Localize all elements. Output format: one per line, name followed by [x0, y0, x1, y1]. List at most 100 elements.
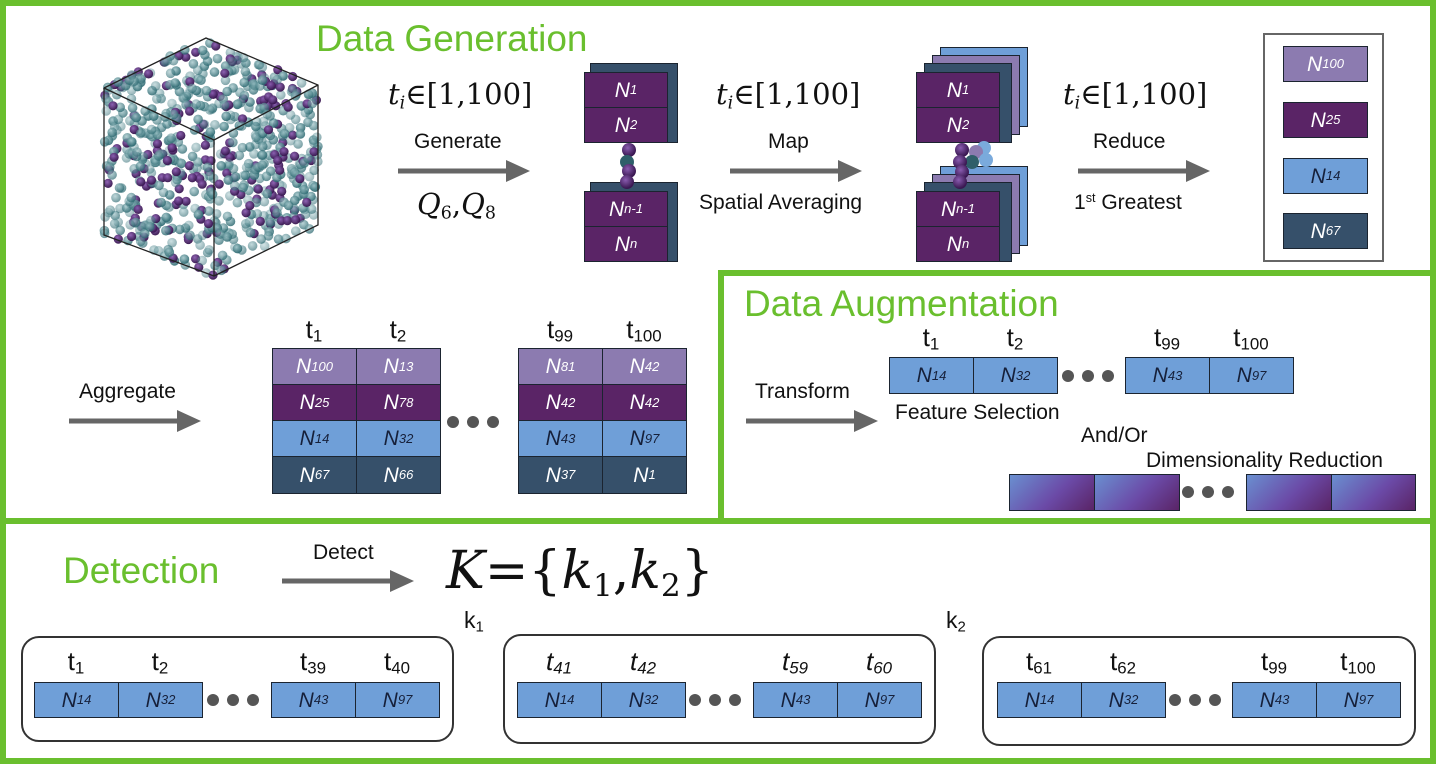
particle [306, 204, 317, 214]
aug-ellipsis [1062, 370, 1114, 382]
particle [111, 192, 121, 203]
particle [220, 68, 230, 78]
cluster2-header: t42 [629, 646, 657, 678]
particle [126, 94, 137, 104]
detect-label: Detect [313, 541, 374, 564]
particle [245, 201, 255, 211]
particle [127, 137, 137, 147]
particle [239, 77, 249, 88]
particle [107, 170, 117, 180]
cluster3-header: t61 [1025, 646, 1053, 678]
particle [189, 186, 199, 197]
particle [275, 165, 285, 175]
particle [295, 129, 306, 139]
cluster1-header: t39 [299, 646, 327, 678]
particle [176, 130, 186, 141]
particle [197, 179, 207, 189]
particle [299, 184, 309, 195]
particle [257, 150, 268, 160]
particle [107, 127, 117, 138]
particle [309, 147, 319, 157]
particle [219, 100, 230, 110]
aggregate-label: Aggregate [79, 380, 176, 403]
particle [105, 205, 115, 215]
particle [161, 212, 172, 223]
particle-cube-image [99, 37, 323, 280]
cluster2-header: t41 [545, 646, 573, 678]
particle [256, 234, 266, 244]
particle [281, 233, 291, 244]
particle [197, 45, 208, 56]
reduced-feature-cell [1094, 474, 1180, 511]
particle [209, 67, 220, 77]
particle [251, 116, 262, 127]
cluster3-header: t99 [1260, 646, 1288, 678]
k2-label: k2 [946, 607, 966, 636]
particle [181, 196, 191, 206]
transform-arrow [746, 410, 878, 432]
particle [187, 173, 197, 183]
time-range-label-3: ti∈[1,100] [1063, 77, 1208, 114]
particle [131, 112, 142, 123]
particle [275, 82, 285, 92]
reduced-feature-cell [1246, 474, 1332, 511]
reduced-feature-cell [1331, 474, 1416, 511]
particle [165, 68, 176, 79]
particle [201, 85, 212, 96]
cluster2-ellipsis [689, 694, 741, 706]
particle [222, 211, 233, 222]
particle [152, 139, 163, 149]
particle [262, 109, 272, 119]
particle [255, 216, 265, 226]
particle [148, 111, 159, 121]
particle [152, 94, 162, 104]
particle [185, 106, 195, 116]
particle [127, 231, 137, 242]
particle [216, 265, 227, 276]
cluster3-header: t62 [1109, 646, 1137, 678]
particle [174, 196, 184, 206]
reduced-feature-cell [1009, 474, 1095, 511]
particle [197, 230, 208, 241]
cluster1-header: t1 [67, 646, 85, 678]
particle [181, 52, 191, 62]
particle [224, 159, 234, 169]
particle [221, 111, 231, 122]
particle [217, 250, 228, 261]
particle [238, 182, 248, 193]
stack1-connector [620, 143, 636, 189]
section-title-augmentation: Data Augmentation [744, 283, 1059, 324]
first-greatest-label: 1st Greatest [1074, 191, 1182, 214]
particle [268, 118, 279, 128]
cluster3-ellipsis [1169, 694, 1221, 706]
particle [204, 245, 214, 255]
particle [170, 78, 180, 88]
cluster1-header: t40 [383, 646, 411, 678]
particle [214, 179, 224, 189]
particle [164, 202, 174, 212]
particle [202, 162, 213, 173]
particle [109, 152, 119, 162]
particle [125, 220, 135, 230]
agg-header-t100: t100 [626, 314, 662, 346]
k-set-formula: K={k1,k2} [446, 541, 714, 604]
particle [161, 225, 171, 236]
